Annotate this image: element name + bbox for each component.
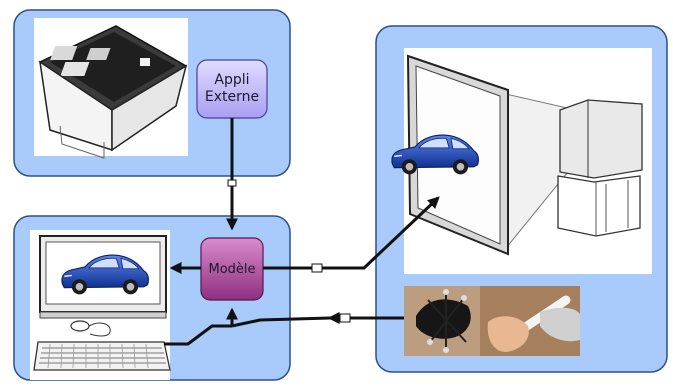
- keyboard-to-modele-line: [164, 324, 232, 346]
- tracker-to-modele-line: [231, 316, 331, 328]
- tracking-device-icon: [404, 286, 480, 356]
- connector-plug: [227, 179, 237, 187]
- connector-plug: [339, 313, 351, 323]
- modele-node: [200, 237, 264, 301]
- connector-plug: [311, 263, 323, 273]
- projector-icon: [557, 99, 643, 237]
- appli-externe-node: [196, 59, 268, 119]
- connectors: [164, 118, 440, 346]
- tabletop-display-icon: [34, 18, 188, 159]
- keyboard-icon: [33, 341, 171, 371]
- projection-system-icon: [391, 48, 652, 274]
- computer-icon: [30, 230, 171, 380]
- mouse-icon: [70, 320, 111, 337]
- stylus-pen-icon: [480, 286, 580, 356]
- modele-to-screen-arrow: [263, 196, 440, 270]
